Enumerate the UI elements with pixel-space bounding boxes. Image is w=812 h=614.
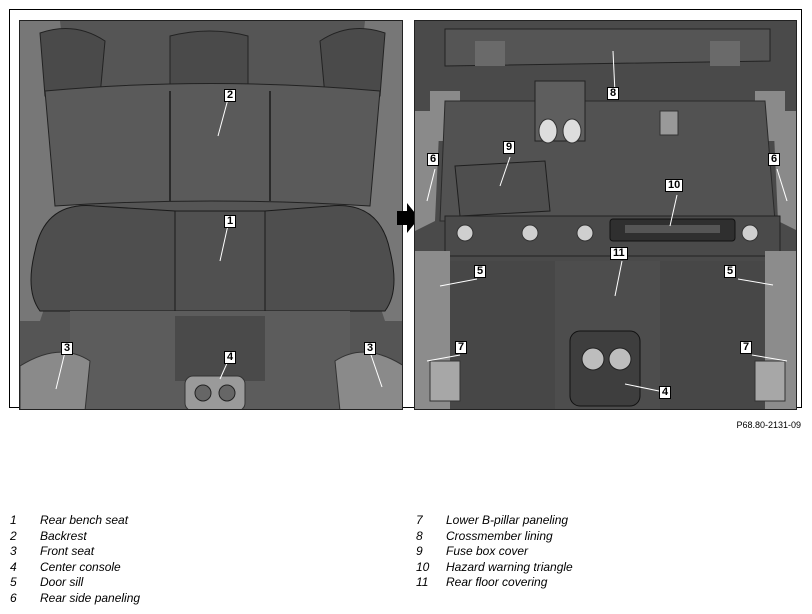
legend-number: 10 [416, 559, 430, 574]
callout-6: 6 [768, 153, 781, 166]
illustration-seat-removed: 8 9 6 6 10 11 5 5 7 7 4 [414, 20, 797, 410]
callout-4: 4 [659, 386, 672, 399]
callout-3: 3 [61, 342, 74, 355]
legend-label: Center console [40, 559, 121, 574]
legend-label: Front seat [40, 544, 95, 558]
callout-7: 7 [740, 341, 753, 354]
legend-number: 11 [416, 575, 429, 589]
legend-item: 3 Front seat [10, 544, 140, 560]
callout-7: 7 [455, 341, 468, 354]
legend-item: 2 Backrest [10, 529, 140, 545]
figure-code: P68.80-2131-09 [736, 420, 801, 430]
callout-3: 3 [364, 342, 377, 355]
legend-item: 10 Hazard warning triangle [416, 560, 573, 576]
legend-column-1: 1 Rear bench seat 2 Backrest 3 Front seat 4… [10, 513, 140, 606]
legend-number: 4 [10, 559, 17, 574]
legend-column-2: 7 Lower B-pillar paneling 8 Crossmember li… [416, 513, 573, 591]
callout-9: 9 [503, 141, 516, 154]
callout-4: 4 [224, 351, 237, 364]
legend-label: Fuse box cover [446, 544, 529, 558]
figure-frame: 2 1 4 3 3 [9, 9, 802, 410]
legend-label: Crossmember lining [446, 528, 553, 543]
callout-2: 2 [224, 89, 237, 102]
legend-item: 4 Center console [10, 560, 140, 576]
callout-10: 10 [665, 179, 684, 192]
legend-item: 9 Fuse box cover [416, 544, 573, 560]
legend-item: 7 Lower B-pillar paneling [416, 513, 573, 529]
callout-1: 1 [224, 215, 237, 228]
legend-label: Door sill [40, 575, 84, 589]
legend-number: 8 [416, 528, 423, 543]
legend-item: 5 Door sill [10, 575, 140, 591]
legend-number: 2 [10, 528, 17, 543]
legend-label: Lower B-pillar paneling [446, 513, 569, 527]
legend-number: 6 [10, 590, 17, 605]
callout-5: 5 [724, 265, 737, 278]
illustration-seat-installed: 2 1 4 3 3 [19, 20, 403, 410]
callout-5: 5 [474, 265, 487, 278]
legend-number: 9 [416, 544, 423, 558]
legend-item: 8 Crossmember lining [416, 529, 573, 545]
legend-label: Backrest [40, 528, 87, 543]
callout-8: 8 [607, 87, 620, 100]
legend-label: Hazard warning triangle [446, 559, 573, 574]
legend-item: 1 Rear bench seat [10, 513, 140, 529]
callout-6: 6 [427, 153, 440, 166]
legend-item: 11 Rear floor covering [416, 575, 573, 591]
legend-number: 5 [10, 575, 17, 589]
legend-label: Rear bench seat [40, 513, 129, 527]
right-arrow-icon [397, 203, 419, 233]
legend-number: 7 [416, 513, 423, 527]
legend-number: 1 [10, 513, 17, 527]
legend-number: 3 [10, 544, 17, 558]
legend-label: Rear side paneling [40, 590, 141, 605]
legend-label: Rear floor covering [446, 575, 548, 589]
legend-item: 6 Rear side paneling [10, 591, 140, 607]
callout-11: 11 [610, 247, 628, 260]
